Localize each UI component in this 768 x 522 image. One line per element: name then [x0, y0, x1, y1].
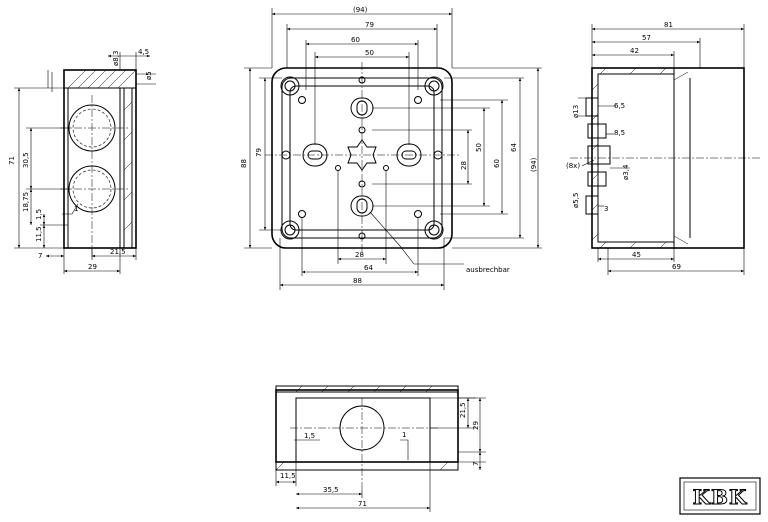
dim-bottom-115: 11,5 — [280, 472, 296, 480]
dim-front-94v: (94) — [530, 157, 538, 172]
dim-right-85: 8,5 — [614, 129, 625, 137]
dim-left-29: 29 — [88, 263, 97, 271]
dim-right-8x: (8x) — [566, 162, 580, 170]
dim-left-5: ø5 — [145, 71, 153, 80]
dim-left-45: 4,5 — [138, 48, 149, 56]
dim-bottom-355: 35,5 — [323, 486, 339, 494]
right-side-view: 81 57 42 ø13 6,5 8,5 (8x) ø3,4 ø5,5 3 45… — [566, 21, 760, 275]
dim-front-28b: 28 — [355, 251, 364, 259]
dim-front-88b: 88 — [353, 277, 362, 285]
dim-left-7: 7 — [38, 252, 42, 260]
dim-bottom-71: 71 — [358, 500, 367, 508]
dim-left-215: 21,5 — [110, 248, 126, 256]
dim-right-13: ø13 — [572, 105, 580, 118]
dim-left-83: ø8,3 — [112, 51, 120, 66]
dim-bottom-15: 1,5 — [304, 432, 315, 440]
logo-text: KBK — [693, 485, 748, 509]
left-section-view: 4,5 ø8,3 ø5 71 30,5 18,75 1,5 1 11,5 7 2… — [8, 48, 156, 274]
bottom-view: 21,5 29 7 1,5 1 11,5 35,5 71 — [275, 385, 486, 512]
dim-left-15: 1,5 — [35, 209, 43, 220]
dim-front-64b: 64 — [364, 264, 373, 272]
dim-front-79: 79 — [365, 21, 374, 29]
dim-right-65: 6,5 — [614, 102, 625, 110]
dim-bottom-215: 21,5 — [459, 402, 467, 418]
dim-right-81: 81 — [664, 21, 673, 29]
dim-front-88: 88 — [240, 159, 248, 168]
dim-left-1: 1 — [74, 205, 78, 213]
dim-front-94: (94) — [353, 6, 368, 14]
corner-hole — [424, 220, 444, 240]
corner-hole — [424, 76, 444, 96]
dim-bottom-29: 29 — [472, 421, 480, 430]
dim-left-71: 71 — [8, 156, 16, 165]
dim-left-1875: 18,75 — [22, 192, 30, 212]
dim-front-64v: 64 — [510, 143, 518, 152]
dim-front-50v: 50 — [475, 143, 483, 152]
dim-left-115: 11,5 — [35, 226, 43, 242]
dim-bottom-7: 7 — [472, 462, 480, 466]
dim-front-60: 60 — [351, 36, 360, 44]
kbk-logo: KBK — [679, 477, 761, 515]
note-ausbrechbar: ausbrechbar — [466, 266, 510, 274]
dim-front-28v: 28 — [460, 161, 468, 170]
dim-front-79v: 79 — [255, 148, 263, 157]
dim-right-55: ø5,5 — [572, 193, 580, 208]
dim-right-34: ø3,4 — [622, 164, 630, 180]
front-view: (94) 79 60 50 88 79 28 50 60 64 (94) — [240, 6, 542, 290]
dim-right-69: 69 — [672, 263, 681, 271]
corner-hole — [280, 76, 300, 96]
dim-front-60v: 60 — [493, 159, 501, 168]
dim-left-305: 30,5 — [22, 152, 30, 168]
dim-right-3: 3 — [604, 205, 608, 213]
dim-bottom-1: 1 — [402, 431, 406, 439]
dim-right-45: 45 — [632, 251, 641, 259]
dim-right-42: 42 — [630, 47, 639, 55]
dim-front-50: 50 — [365, 49, 374, 57]
dim-right-57: 57 — [642, 34, 651, 42]
